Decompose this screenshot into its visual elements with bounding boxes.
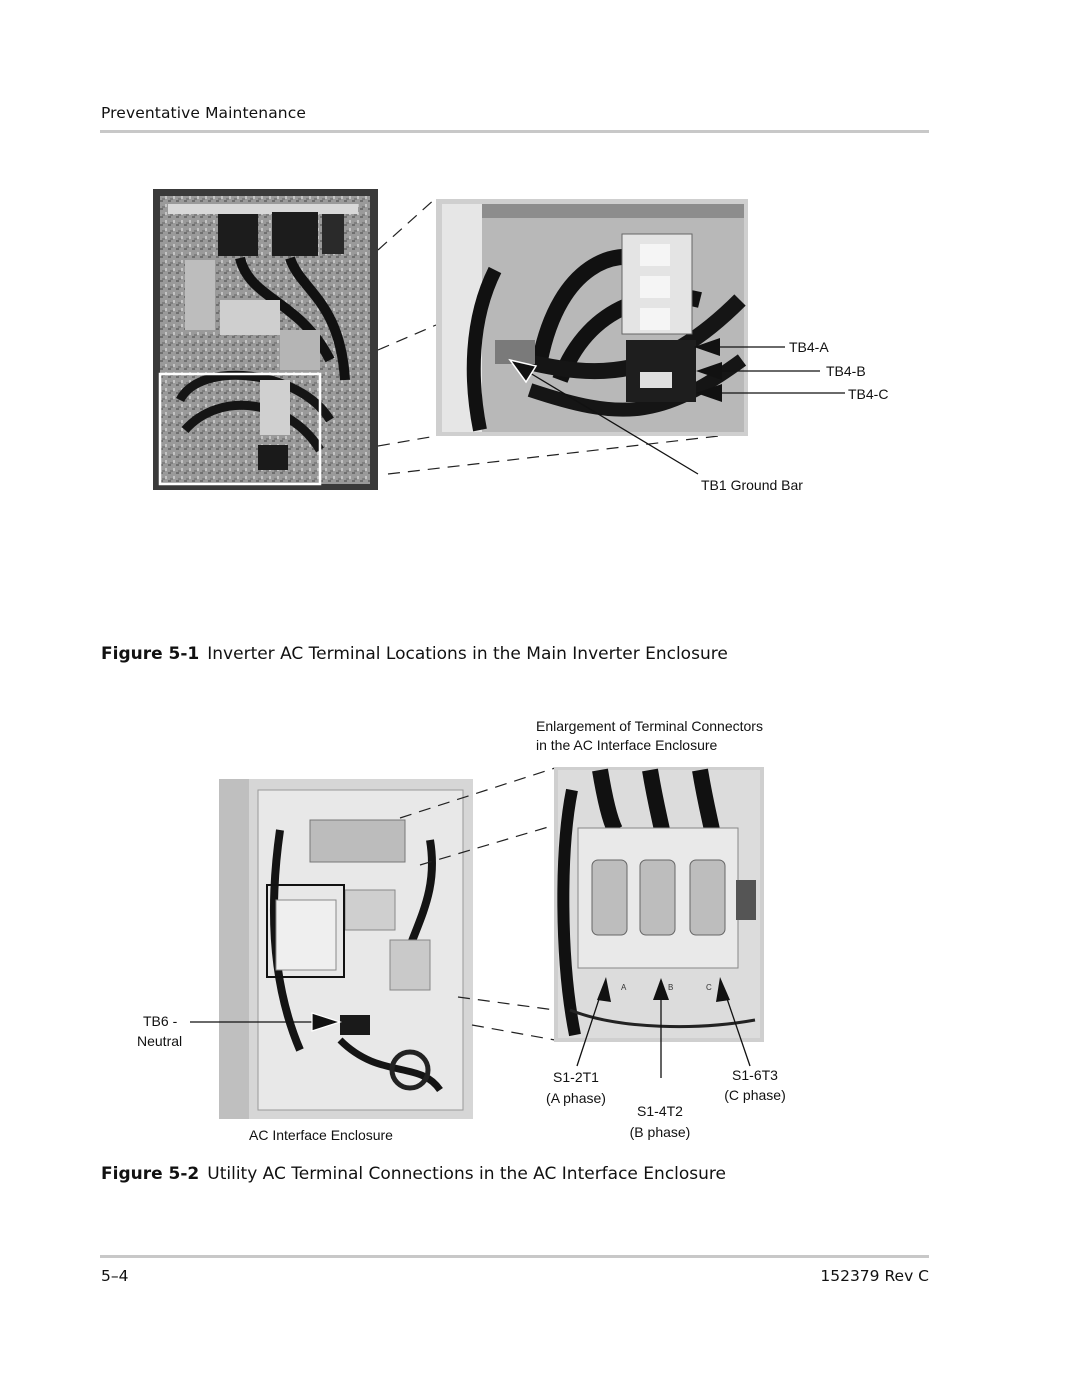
ac-interface-enclosure-photo <box>219 779 473 1119</box>
label-tb4-a: TB4-A <box>789 339 829 355</box>
footer-rule <box>100 1255 929 1258</box>
label-tb6: TB6 - <box>143 1013 178 1029</box>
running-header: Preventative Maintenance <box>101 104 306 122</box>
label-tb1-ground-bar: TB1 Ground Bar <box>701 477 803 493</box>
zoom-lines-fig1 <box>377 197 746 475</box>
label-neutral: Neutral <box>137 1033 183 1049</box>
header-rule <box>100 130 929 133</box>
label-tb4-b: TB4-B <box>826 363 866 379</box>
fuse-letter-b: B <box>668 983 673 992</box>
fuse-letter-a: A <box>621 983 627 992</box>
label-tb4-c: TB4-C <box>848 386 889 402</box>
label-b-phase: (B phase) <box>629 1124 691 1140</box>
figure-2-number: Figure 5-2 <box>101 1164 200 1184</box>
figure-1-title: Inverter AC Terminal Locations in the Ma… <box>207 644 728 664</box>
figure-2-title: Utility AC Terminal Connections in the A… <box>207 1164 726 1184</box>
fuse-enlargement-photo <box>554 767 764 1042</box>
figure-1-caption: Figure 5-1 Inverter AC Terminal Locations… <box>101 644 728 664</box>
label-enlargement-line2: in the AC Interface Enclosure <box>536 737 718 753</box>
label-s1-4t2: S1-4T2 <box>637 1103 683 1119</box>
page-number: 5–4 <box>101 1267 129 1285</box>
tb6-callout <box>190 1012 342 1032</box>
label-c-phase: (C phase) <box>724 1087 786 1103</box>
tb4-callouts <box>694 338 845 402</box>
label-s1-6t3: S1-6T3 <box>732 1067 778 1083</box>
terminal-enlargement-photo <box>436 199 748 436</box>
figure-2-caption: Figure 5-2 Utility AC Terminal Connection… <box>101 1164 726 1184</box>
inverter-enclosure-photo <box>153 189 378 490</box>
document-revision: 152379 Rev C <box>820 1267 929 1285</box>
label-ac-interface-enclosure: AC Interface Enclosure <box>249 1127 393 1143</box>
zoom-lines-fig2 <box>399 767 556 1041</box>
label-enlargement-line1: Enlargement of Terminal Connectors <box>536 718 763 734</box>
label-s1-2t1: S1-2T1 <box>553 1069 599 1085</box>
fuse-letter-c: C <box>706 983 712 992</box>
tb1-callout <box>508 358 699 475</box>
s1-callouts <box>576 977 751 1078</box>
figure-1-number: Figure 5-1 <box>101 644 200 664</box>
label-a-phase: (A phase) <box>546 1090 606 1106</box>
